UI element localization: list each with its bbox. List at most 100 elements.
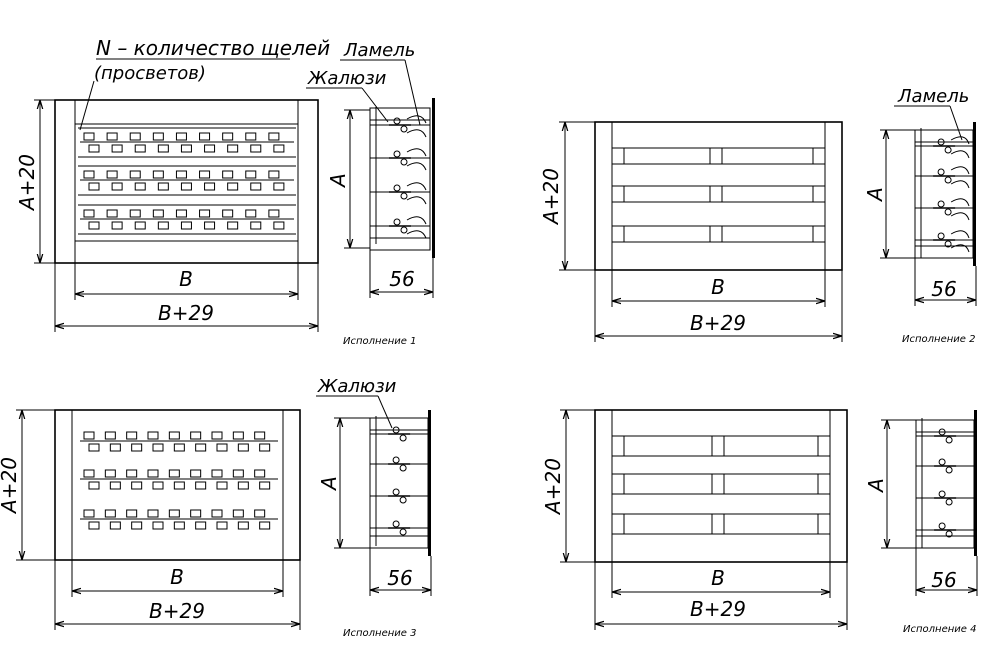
variant-caption: Исполнение 4 — [903, 624, 976, 635]
slot-opening — [216, 521, 228, 530]
lamella-bar — [611, 473, 831, 495]
louver-label-1: Жалюзи — [307, 68, 387, 89]
slot-opening — [168, 431, 180, 440]
variant-2: A+20 B B+29 A 56 Ламель — [539, 86, 977, 345]
slot-opening — [245, 170, 257, 179]
slot-opening — [211, 469, 223, 478]
slot-opening — [152, 170, 164, 179]
dim-width-inner-label: B — [170, 565, 184, 589]
slot-opening — [204, 144, 216, 153]
slot-opening — [273, 144, 285, 153]
slot-opening — [254, 431, 266, 440]
slot-opening — [273, 221, 285, 230]
pivot — [400, 158, 408, 166]
slot-opening — [152, 443, 164, 452]
dim-width-inner-label: B — [179, 267, 193, 291]
slot-opening — [190, 509, 202, 518]
slot-opening — [152, 521, 164, 530]
slot-opening — [245, 132, 257, 141]
slot-opening — [111, 144, 123, 153]
louver-blade — [406, 129, 427, 138]
pivot — [400, 226, 408, 234]
dim-width-inner-label: B — [711, 275, 725, 299]
pivot — [937, 200, 945, 208]
dim-width-outer-label: B+29 — [158, 301, 214, 325]
lamella-bar — [611, 513, 831, 535]
dim-depth-label: 56 — [387, 566, 412, 590]
slot-opening — [254, 509, 266, 518]
slot-opening — [204, 221, 216, 230]
dim-height-outer-label: A+20 — [15, 154, 39, 212]
slot-opening — [173, 443, 185, 452]
louver-label-3: Жалюзи — [317, 376, 397, 397]
slot-opening — [106, 170, 118, 179]
dim-depth-label: 56 — [931, 277, 956, 301]
slot-opening — [88, 144, 100, 153]
louver-blade — [406, 115, 427, 124]
slot-opening — [259, 443, 271, 452]
pivot — [945, 530, 953, 538]
dimensions-2: A+20 B B+29 — [539, 121, 843, 342]
slot-opening — [88, 182, 100, 191]
slot-opening — [129, 209, 141, 218]
dimensions-1: A+20 B B+29 — [15, 99, 319, 332]
slot-opening — [168, 509, 180, 518]
variant-1: A+20 B B+29 A 56 N – количест — [15, 36, 435, 347]
side-view-2: A 56 — [863, 122, 977, 306]
slot-opening — [222, 209, 234, 218]
slot-opening — [195, 443, 207, 452]
slot-opening — [211, 431, 223, 440]
pivot — [400, 192, 408, 200]
louver-blade — [406, 216, 427, 225]
lamella-label-1: Ламель — [343, 40, 415, 61]
slot-opening — [104, 431, 116, 440]
slots-note-line1: N – количество щелей — [96, 36, 330, 60]
pivot — [392, 520, 400, 528]
pivot — [393, 117, 401, 125]
louver-blade — [406, 162, 427, 171]
slot-opening — [152, 132, 164, 141]
slot-opening — [109, 481, 121, 490]
slot-opening — [152, 481, 164, 490]
slot-opening — [204, 182, 216, 191]
slot-opening — [126, 509, 138, 518]
slot-opening — [268, 132, 280, 141]
pivot — [938, 428, 946, 436]
slots-note-line2: (просветов) — [94, 63, 206, 84]
slot-opening — [250, 144, 262, 153]
slot-opening — [237, 443, 249, 452]
slot-opening — [83, 132, 95, 141]
dim-width-outer-label: B+29 — [149, 599, 205, 623]
dim-width-inner-label: B — [711, 566, 725, 590]
slot-opening — [273, 182, 285, 191]
slot-opening — [88, 521, 100, 530]
slot-opening — [232, 431, 244, 440]
pivot — [944, 240, 952, 248]
slot-opening — [245, 209, 257, 218]
louver-blade — [950, 198, 970, 207]
slot-opening — [83, 469, 95, 478]
slot-rows-1 — [75, 123, 298, 242]
slot-opening — [180, 221, 192, 230]
side-view-4: A 56 — [864, 410, 978, 596]
pivot — [399, 464, 407, 472]
slot-opening — [237, 521, 249, 530]
pivot — [392, 488, 400, 496]
slot-opening — [199, 209, 211, 218]
dimensions-4: A+20 B B+29 — [541, 409, 848, 630]
leaders-3: Жалюзи — [316, 376, 397, 429]
lamella-bar — [611, 147, 826, 165]
louver-blade — [406, 182, 427, 191]
slot-opening — [111, 182, 123, 191]
pivot — [393, 218, 401, 226]
dim-height-inner-label: A — [864, 478, 888, 494]
slot-opening — [134, 221, 146, 230]
slot-opening — [168, 469, 180, 478]
pivot — [938, 490, 946, 498]
dim-height-inner-label: A — [326, 173, 350, 189]
slot-opening — [131, 443, 143, 452]
lamella-bar — [611, 185, 826, 203]
slot-opening — [227, 182, 239, 191]
pivot — [400, 125, 408, 133]
slot-opening — [126, 469, 138, 478]
